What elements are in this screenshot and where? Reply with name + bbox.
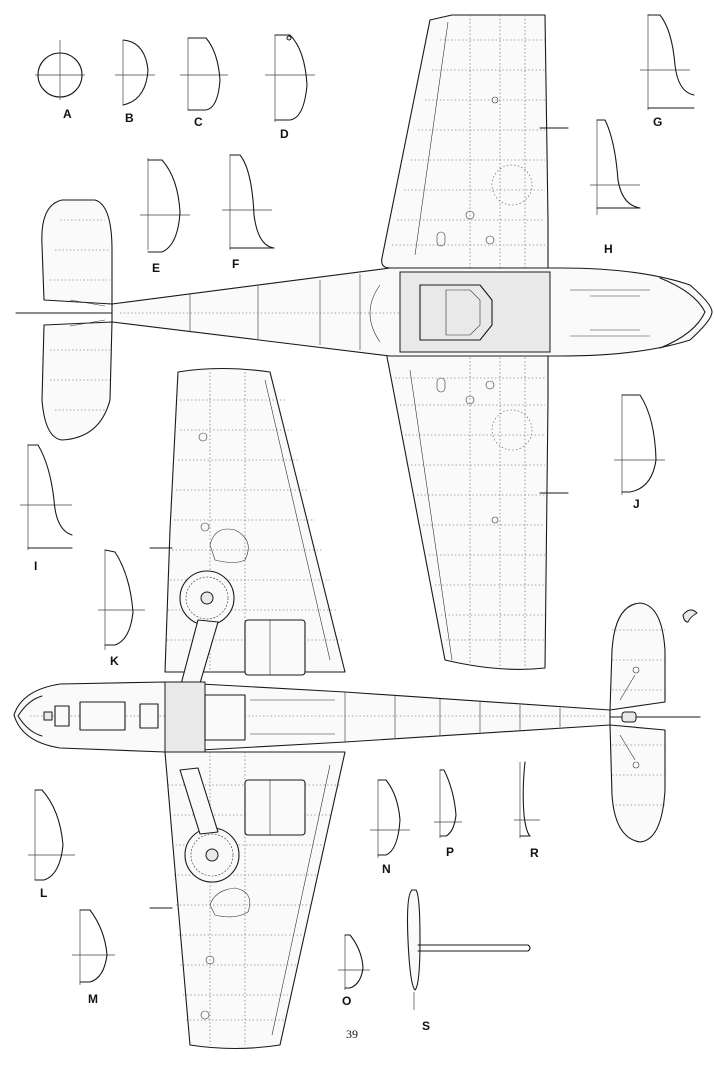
label-f: F (232, 257, 239, 271)
section-profiles (20, 14, 695, 1010)
aircraft-bottom-view-icon (13, 367, 701, 1050)
section-l-profile (28, 789, 75, 881)
aircraft-top-view-icon (15, 14, 713, 670)
label-a: A (63, 107, 72, 121)
label-h: H (604, 242, 613, 256)
section-d-profile (265, 34, 315, 122)
label-o: O (342, 994, 351, 1008)
label-e: E (152, 261, 160, 275)
mass-balance-icon (682, 609, 698, 623)
section-g-profile (640, 14, 695, 110)
section-f-profile (222, 154, 275, 250)
label-p: P (446, 845, 454, 859)
section-c-profile (180, 37, 228, 111)
label-l: L (40, 886, 47, 900)
label-r: R (530, 846, 539, 860)
section-o-profile (338, 934, 370, 990)
section-j-profile (614, 394, 665, 495)
page-number: 39 (346, 1027, 358, 1041)
section-b-profile (115, 39, 155, 106)
section-m-profile (72, 909, 115, 985)
label-n: N (382, 862, 391, 876)
section-n-profile (370, 779, 410, 858)
section-e-profile (140, 158, 190, 253)
label-k: K (110, 654, 119, 668)
section-k-profile (98, 549, 145, 650)
section-p-profile (434, 769, 462, 838)
section-i-profile (20, 444, 73, 550)
label-d: D (280, 127, 289, 141)
section-a-profile (35, 40, 85, 100)
section-h-profile (590, 119, 641, 215)
section-r-profile (514, 761, 540, 838)
label-s: S (422, 1019, 430, 1033)
label-g: G (653, 115, 662, 129)
label-c: C (194, 115, 203, 129)
label-j: J (633, 497, 640, 511)
label-b: B (125, 111, 134, 125)
section-labels: A B C D E F G H I J K L M N O P R S (34, 107, 662, 1033)
label-i: I (34, 559, 37, 573)
label-m: M (88, 992, 98, 1006)
section-s-profile (406, 889, 531, 1010)
